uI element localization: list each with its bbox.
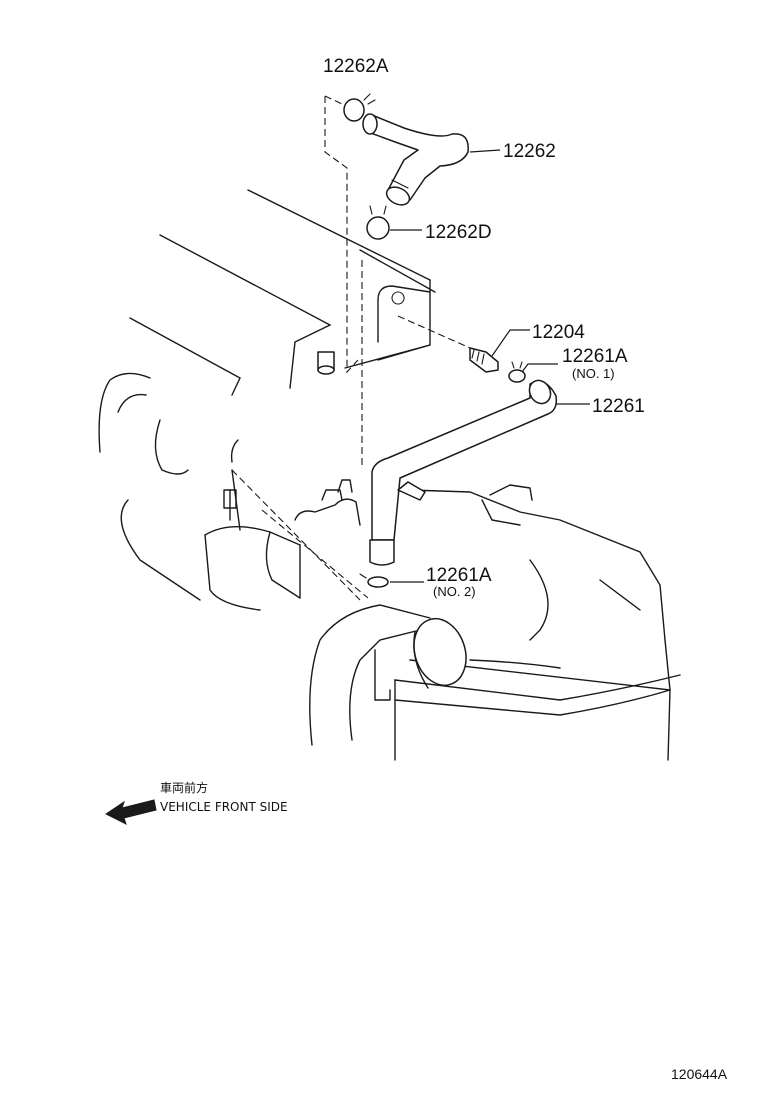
part-12262D-clamp[interactable] — [366, 205, 390, 240]
note-12261A-no1: (NO. 1) — [572, 366, 615, 381]
arrow-left-icon — [105, 799, 157, 825]
direction-label-jp: 車両前方 — [160, 780, 208, 795]
label-12261[interactable]: 12261 — [592, 396, 645, 417]
engine-assembly-drawing — [98, 189, 681, 761]
label-12261A-no1[interactable]: 12261A — [562, 346, 628, 367]
part-12261A-no1-clamp[interactable] — [508, 361, 526, 383]
label-12262A[interactable]: 12262A — [323, 56, 389, 77]
part-12261A-no2-clamp[interactable] — [359, 573, 389, 588]
direction-label-en: VEHICLE FRONT SIDE — [160, 800, 288, 814]
label-12262[interactable]: 12262 — [503, 141, 556, 162]
leader-lines — [390, 149, 590, 583]
part-12261-ventilation-hose[interactable] — [369, 377, 558, 566]
diagram-code: 120644A — [671, 1066, 728, 1082]
part-labels: 12262A 12262 12262D 12204 12261A (NO. 1)… — [323, 56, 645, 599]
part-12204-pcv-valve[interactable] — [469, 347, 499, 373]
vehicle-direction-indicator: 車両前方 VEHICLE FRONT SIDE — [105, 780, 288, 825]
label-12204[interactable]: 12204 — [532, 322, 585, 343]
part-12262A-clamp[interactable] — [343, 93, 376, 122]
routing-guide-lines — [231, 95, 471, 601]
note-12261A-no2: (NO. 2) — [433, 584, 476, 599]
label-12261A-no2[interactable]: 12261A — [426, 565, 492, 586]
part-12262-ventilation-hose[interactable] — [362, 113, 469, 208]
label-12262D[interactable]: 12262D — [425, 222, 492, 243]
